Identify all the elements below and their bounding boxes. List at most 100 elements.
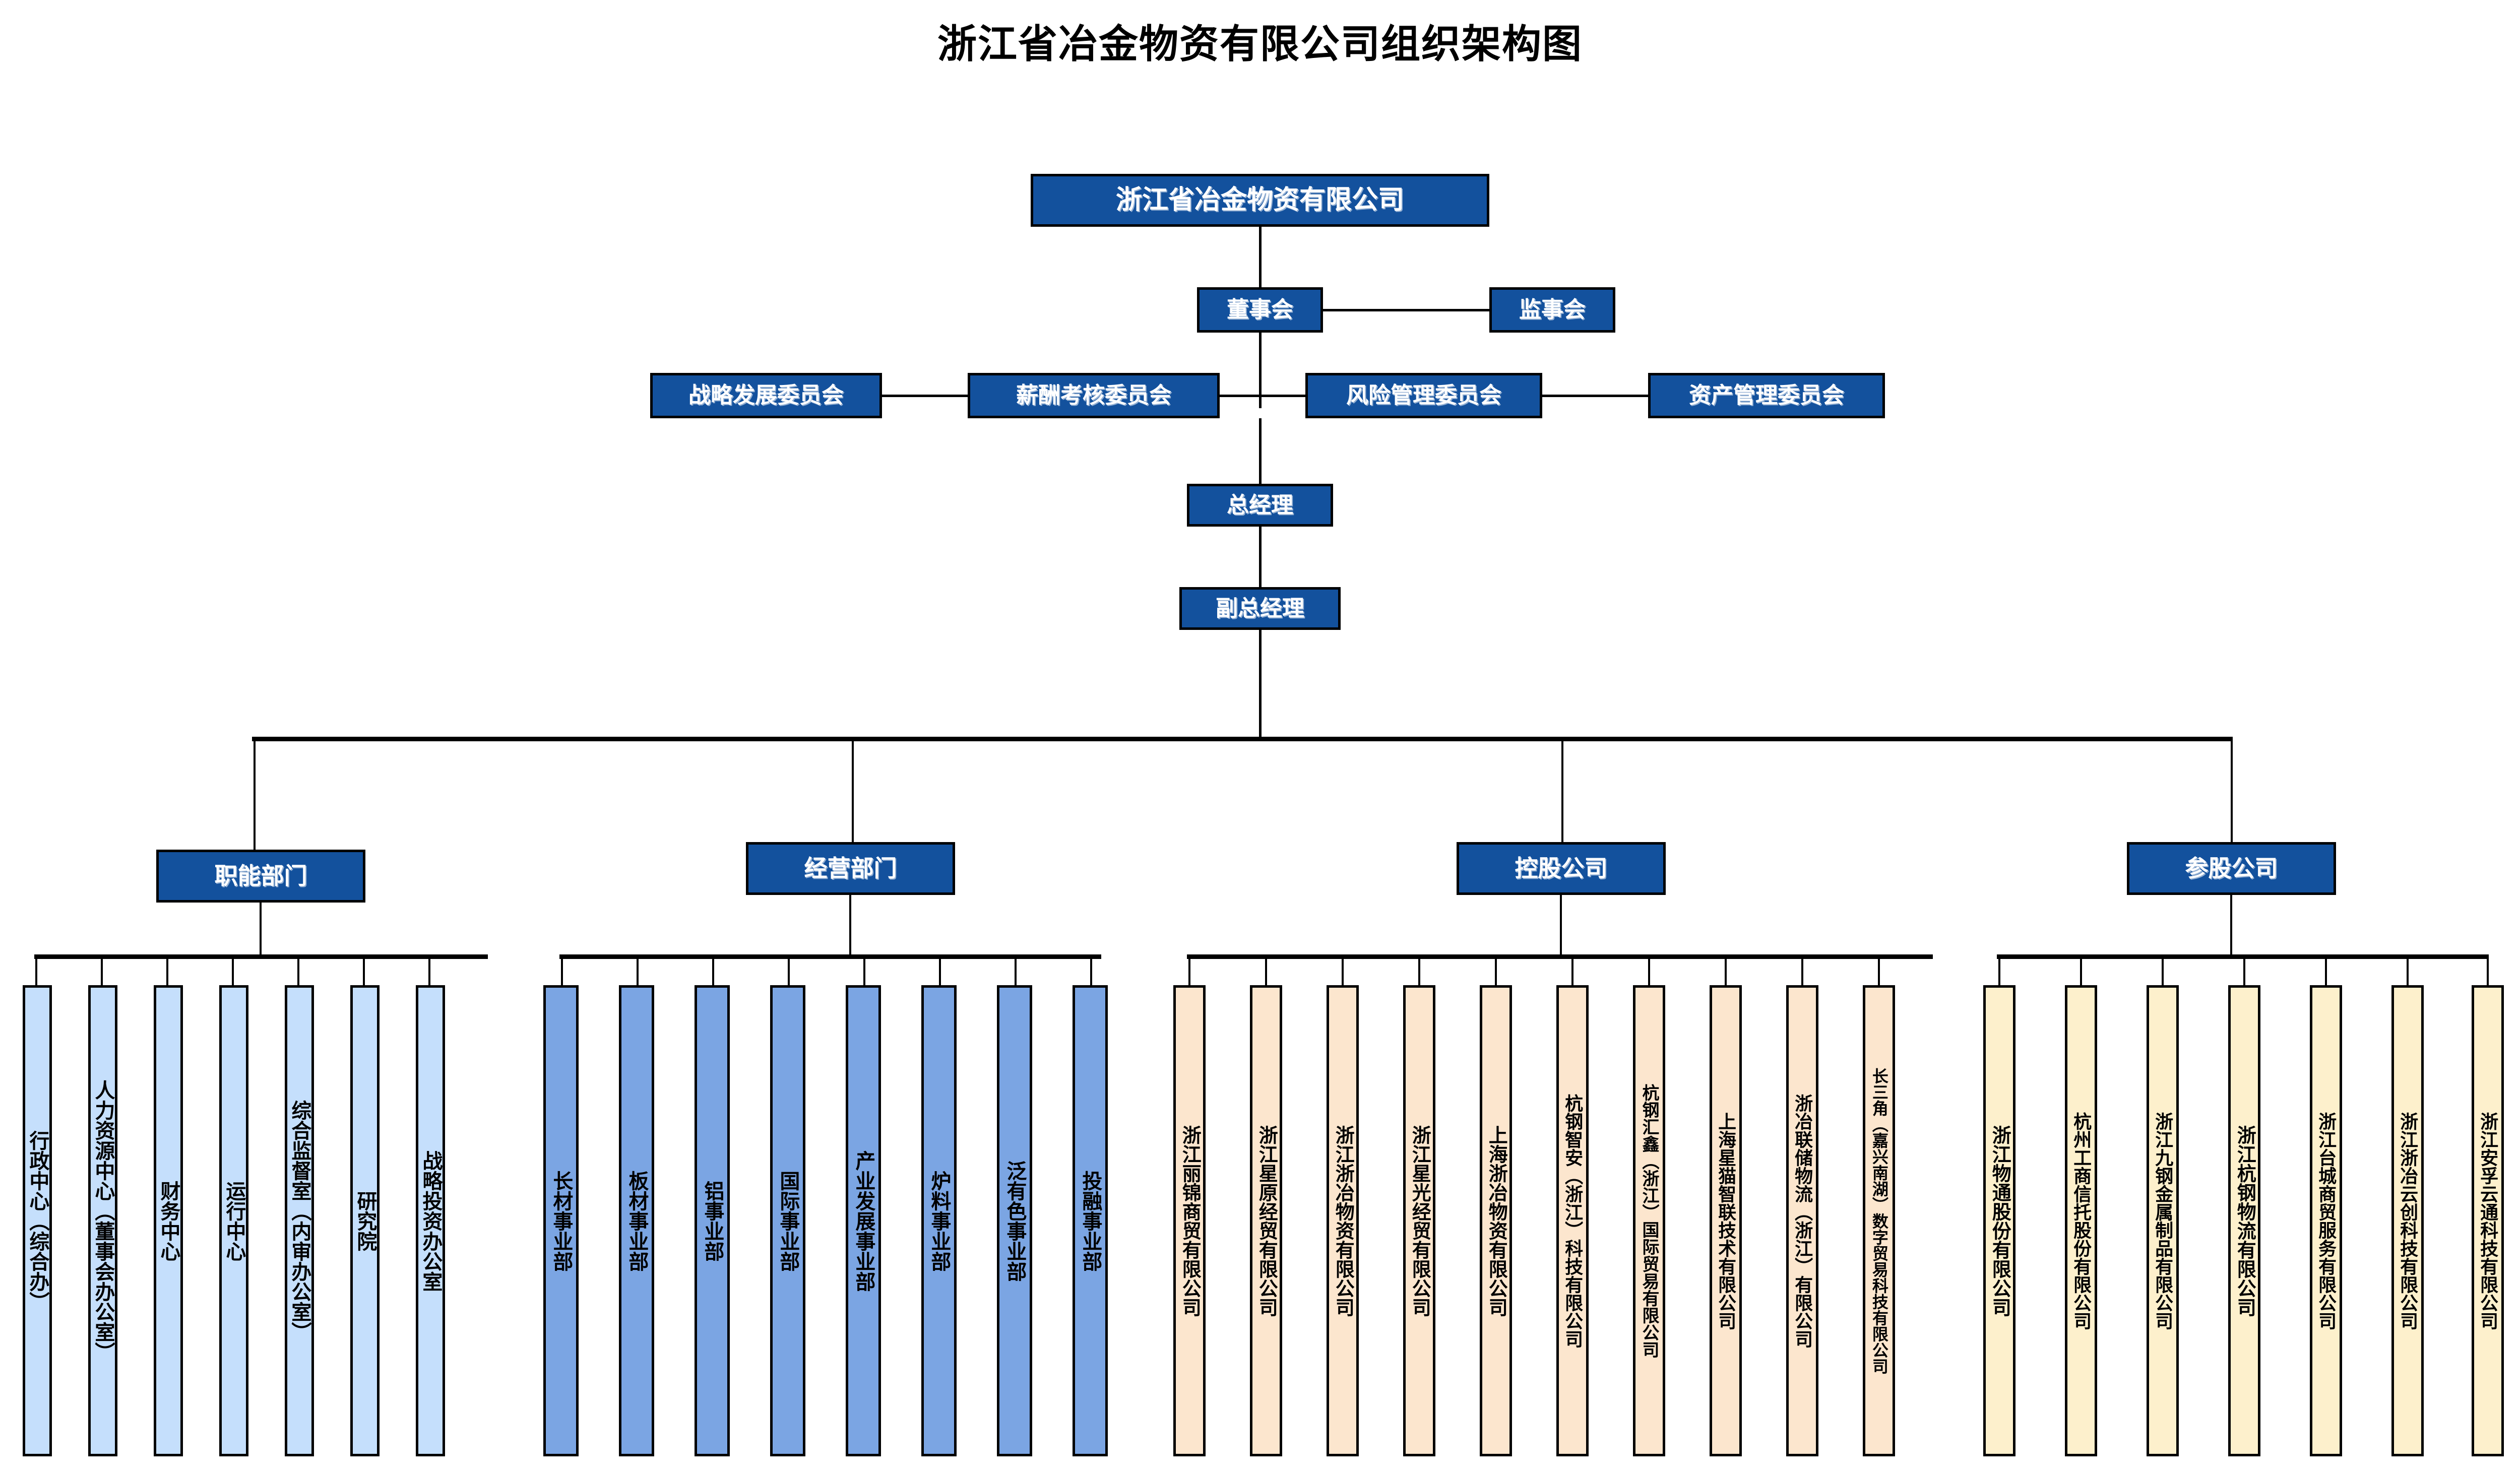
node-label: 铝事业部: [701, 1180, 724, 1261]
node-label: 板材事业部: [625, 1170, 648, 1271]
node-label: 浙江九钢金属制品有限公司: [2153, 1112, 2174, 1330]
leaf-participating-anfu-yuntong[interactable]: 浙江安孚云通科技有限公司: [2472, 985, 2504, 1456]
child-bus-participating: [1997, 954, 2489, 959]
leaf-holding-hangang-zhian[interactable]: 杭钢智安（浙江）科技有限公司: [1556, 985, 1589, 1456]
leaf-holding-zheye-lianchu-logistics[interactable]: 浙冶联储物流（浙江）有限公司: [1786, 985, 1818, 1456]
page-title: 浙江省冶金物资有限公司组织架构图: [937, 22, 1583, 66]
node-root-company[interactable]: 浙江省冶金物资有限公司: [1031, 174, 1489, 227]
connector-leaf-drop: [1801, 959, 1803, 986]
leaf-business-plate-products[interactable]: 板材事业部: [619, 985, 654, 1456]
leaf-participating-zheye-yunchuang[interactable]: 浙江浙冶云创科技有限公司: [2391, 985, 2424, 1456]
node-label: 炉料事业部: [928, 1170, 951, 1271]
connector-committee-1-2: [882, 395, 968, 397]
leaf-participating-wutong[interactable]: 浙江物通股份有限公司: [1983, 985, 2015, 1456]
connector-leaf-drop: [1495, 959, 1497, 986]
node-label: 投融事业部: [1079, 1170, 1102, 1271]
node-label: 浙冶联储物流（浙江）有限公司: [1792, 1094, 1813, 1348]
node-label: 浙江丽锦商贸有限公司: [1179, 1125, 1201, 1317]
connector-leaf-drop: [561, 959, 563, 986]
node-label: 上海浙冶物资有限公司: [1485, 1125, 1507, 1317]
node-label: 财务中心: [157, 1180, 180, 1261]
connector-main-bus: [252, 737, 2233, 741]
connector-leaf-drop: [1998, 959, 2000, 986]
connector-board-to-committees: [1259, 333, 1262, 408]
connector-leaf-drop: [2162, 959, 2164, 986]
connector-leaf-drop: [1878, 959, 1880, 986]
connector-leaf-drop: [2080, 959, 2082, 986]
leaf-functional-hr-center[interactable]: 人力资源中心（董事会办公室）: [88, 985, 117, 1456]
node-committee-compensation[interactable]: 薪酬考核委员会: [968, 373, 1220, 418]
connector-leaf-drop: [2243, 959, 2245, 986]
node-label: 浙江杭钢物流有限公司: [2234, 1125, 2255, 1317]
leaf-business-long-products[interactable]: 长材事业部: [543, 985, 579, 1456]
group-header-functional-departments[interactable]: 职能部门: [156, 850, 365, 903]
node-label: 运行中心: [223, 1180, 245, 1261]
child-bus-business: [559, 954, 1101, 959]
group-header-participating-companies[interactable]: 参股公司: [2127, 842, 2336, 895]
node-committee-strategy[interactable]: 战略发展委员会: [650, 373, 882, 418]
connector-board-to-supervisors: [1323, 309, 1489, 311]
connector-leaf-drop: [1188, 959, 1190, 986]
leaf-business-international[interactable]: 国际事业部: [770, 985, 805, 1456]
connector-leaf-drop: [1265, 959, 1267, 986]
leaf-participating-taicheng-trade[interactable]: 浙江台城商贸服务有限公司: [2310, 985, 2342, 1456]
node-deputy-general-manager[interactable]: 副总经理: [1179, 587, 1341, 630]
leaf-holding-shanghai-zheye[interactable]: 上海浙冶物资有限公司: [1480, 985, 1512, 1456]
leaf-business-nonferrous[interactable]: 泛有色事业部: [997, 985, 1032, 1456]
leaf-functional-administration-center[interactable]: 行政中心（综合办）: [23, 985, 52, 1456]
node-committee-asset[interactable]: 资产管理委员会: [1648, 373, 1885, 418]
node-label: 国际事业部: [777, 1170, 799, 1271]
leaf-participating-hangang-logistics[interactable]: 浙江杭钢物流有限公司: [2228, 985, 2260, 1456]
leaf-holding-xingyuan-trade[interactable]: 浙江星原经贸有限公司: [1250, 985, 1282, 1456]
leaf-holding-yangtze-delta-digital-trade[interactable]: 长三角（嘉兴南湖）数字贸易科技有限公司: [1863, 985, 1895, 1456]
leaf-business-furnace-materials[interactable]: 炉料事业部: [921, 985, 957, 1456]
connector-leaf-drop: [1090, 959, 1092, 986]
leaf-functional-operations-center[interactable]: 运行中心: [219, 985, 248, 1456]
connector-leaf-drop: [1015, 959, 1017, 986]
connector-leaf-drop: [712, 959, 714, 986]
leaf-functional-strategic-investment-office[interactable]: 战略投资办公室: [416, 985, 445, 1456]
leaf-holding-shanghai-xingmao[interactable]: 上海星猫智联技术有限公司: [1710, 985, 1742, 1456]
node-label: 浙江星原经贸有限公司: [1255, 1125, 1277, 1317]
node-label: 浙江浙冶云创科技有限公司: [2398, 1112, 2419, 1330]
leaf-functional-finance-center[interactable]: 财务中心: [154, 985, 183, 1456]
connector-committees-to-gm: [1259, 418, 1262, 484]
node-board-of-directors[interactable]: 董事会: [1197, 287, 1323, 333]
leaf-functional-supervision-office[interactable]: 综合监督室（内审办公室）: [285, 985, 314, 1456]
connector-committee-2-3: [1220, 395, 1305, 397]
node-label: 上海星猫智联技术有限公司: [1716, 1112, 1737, 1330]
node-general-manager[interactable]: 总经理: [1187, 484, 1333, 527]
node-label: 监事会: [1519, 297, 1586, 323]
connector-holding-header-drop: [1560, 895, 1562, 955]
node-label: 董事会: [1227, 297, 1293, 323]
leaf-holding-lijin-trade[interactable]: 浙江丽锦商贸有限公司: [1173, 985, 1206, 1456]
node-label: 行政中心（综合办）: [26, 1130, 49, 1312]
connector-leaf-drop: [1571, 959, 1573, 986]
leaf-business-industrial-development[interactable]: 产业发展事业部: [846, 985, 881, 1456]
connector-bus-drop-business: [852, 741, 854, 842]
leaf-business-investment-financing[interactable]: 投融事业部: [1073, 985, 1108, 1456]
leaf-holding-xingguang-trade[interactable]: 浙江星光经贸有限公司: [1403, 985, 1435, 1456]
node-label: 总经理: [1227, 492, 1293, 518]
group-header-label: 参股公司: [2185, 855, 2278, 881]
leaf-participating-hangzhou-trust[interactable]: 杭州工商信托股份有限公司: [2065, 985, 2097, 1456]
leaf-holding-zheye-materials[interactable]: 浙江浙冶物资有限公司: [1327, 985, 1359, 1456]
node-label: 浙江浙冶物资有限公司: [1332, 1125, 1354, 1317]
leaf-participating-jiugang-metal[interactable]: 浙江九钢金属制品有限公司: [2147, 985, 2179, 1456]
node-board-of-supervisors[interactable]: 监事会: [1489, 287, 1615, 333]
connector-leaf-drop: [363, 959, 365, 986]
leaf-holding-hangang-huixin[interactable]: 杭钢汇鑫（浙江）国际贸易有限公司: [1633, 985, 1665, 1456]
connector-functional-header-drop: [260, 903, 262, 955]
group-header-label: 控股公司: [1515, 855, 1608, 881]
group-header-business-departments[interactable]: 经营部门: [746, 842, 955, 895]
leaf-functional-research-institute[interactable]: 研究院: [350, 985, 380, 1456]
node-label: 浙江星光经贸有限公司: [1409, 1125, 1430, 1317]
connector-leaf-drop: [428, 959, 430, 986]
node-label: 浙江省冶金物资有限公司: [1115, 185, 1404, 215]
leaf-business-aluminum[interactable]: 铝事业部: [695, 985, 730, 1456]
group-header-holding-companies[interactable]: 控股公司: [1457, 842, 1666, 895]
connector-leaf-drop: [297, 959, 299, 986]
node-label: 浙江物通股份有限公司: [1989, 1125, 2010, 1317]
node-committee-risk[interactable]: 风险管理委员会: [1305, 373, 1542, 418]
